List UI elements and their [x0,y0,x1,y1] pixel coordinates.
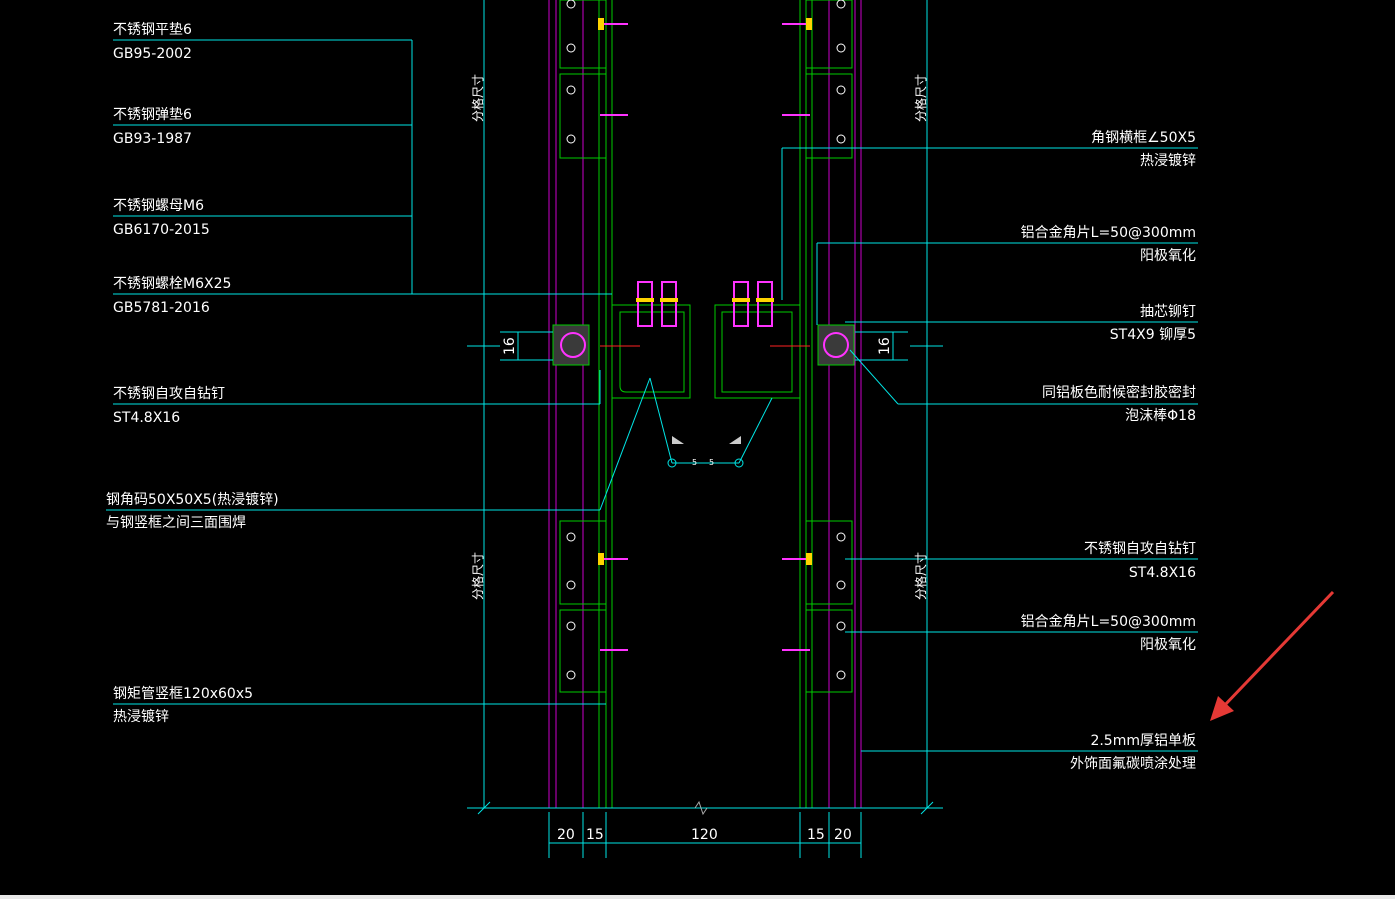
label-steel-tube: 钢矩管竖框120x60x5 [113,686,253,702]
label-alu-angle-top-note: 阳极氧化 [1140,248,1196,264]
break-mark [694,800,708,816]
weld-size-right: 5 [709,458,714,467]
label-sealant: 同铝板色耐候密封胶密封 [1042,384,1196,401]
left-sealant-joint [552,324,590,366]
right-joint-dimension [855,331,908,361]
label-self-drill-screw-right-spec: ST4.8X16 [1129,565,1196,581]
grid-size-label-top-left: 分格尺寸 [470,74,485,122]
label-alu-angle-bottom-note: 阳极氧化 [1140,637,1196,653]
dim-120: 120 [691,827,718,843]
right-mullion [799,0,862,808]
dim-20-left: 20 [557,827,575,843]
right-sealant-joint [817,324,855,366]
weld-symbol [649,377,773,468]
screw-symbols [598,23,812,651]
label-flat-washer-std: GB95-2002 [113,46,192,62]
label-spring-washer-std: GB93-1987 [113,131,192,147]
bolts [637,281,773,327]
right-leader-lines [781,147,1198,752]
label-self-drill-screw-left: 不锈钢自攻自钻钉 [113,386,225,402]
label-nut: 不锈钢螺母M6 [113,198,204,214]
label-self-drill-screw-right: 不锈钢自攻自钻钉 [1084,541,1196,557]
label-alu-angle-top: 铝合金角片L=50@300mm [1021,225,1196,241]
rivet-markers [566,0,846,680]
grid-size-label-bottom-left: 分格尺寸 [470,552,485,600]
label-self-drill-screw-left-spec: ST4.8X16 [113,410,180,426]
label-steel-angle: 钢角码50X50X5(热浸镀锌) [106,491,279,508]
grid-size-label-bottom-right: 分格尺寸 [913,552,928,600]
left-joint-dimension [500,331,553,361]
label-alu-angle-bottom: 铝合金角片L=50@300mm [1021,614,1196,630]
label-angle-frame-note: 热浸镀锌 [1140,152,1196,169]
label-rivet: 抽芯铆钉 [1140,304,1196,320]
label-angle-frame: 角钢横框∠50X5 [1091,130,1196,146]
label-nut-std: GB6170-2015 [113,222,210,238]
label-steel-angle-note: 与钢竖框之间三面围焊 [106,515,246,531]
left-leader-lines [106,39,651,705]
label-steel-tube-note: 热浸镀锌 [113,708,169,725]
weld-size-left: 5 [692,458,697,467]
bottom-dimension-chain [548,812,862,858]
label-spring-washer: 不锈钢弹垫6 [113,107,192,123]
label-alu-panel-finish: 外饰面氟碳喷涂处理 [1070,756,1196,772]
grid-dimension-lines [467,0,943,815]
red-arrow-annotation [1210,590,1335,721]
dim-15-left: 15 [586,827,604,843]
dim-20-right: 20 [834,827,852,843]
right-joint-dim-text: 16 [877,337,893,355]
screw-heads [598,18,812,565]
label-alu-panel: 2.5mm厚铝单板 [1090,733,1196,749]
label-flat-washer: 不锈钢平垫6 [113,22,192,38]
bottom-status-strip [0,895,1395,899]
dim-15-right: 15 [807,827,825,843]
label-sealant-rod: 泡沫棒Φ18 [1125,408,1196,424]
label-rivet-spec: ST4X9 铆厚5 [1110,327,1196,343]
left-steel-tube [605,304,691,399]
grid-size-label-top-right: 分格尺寸 [913,74,928,122]
label-bolt-std: GB5781-2016 [113,300,210,316]
label-bolt: 不锈钢螺栓M6X25 [113,276,231,292]
left-joint-dim-text: 16 [502,337,518,355]
bolt-nuts [636,298,774,302]
